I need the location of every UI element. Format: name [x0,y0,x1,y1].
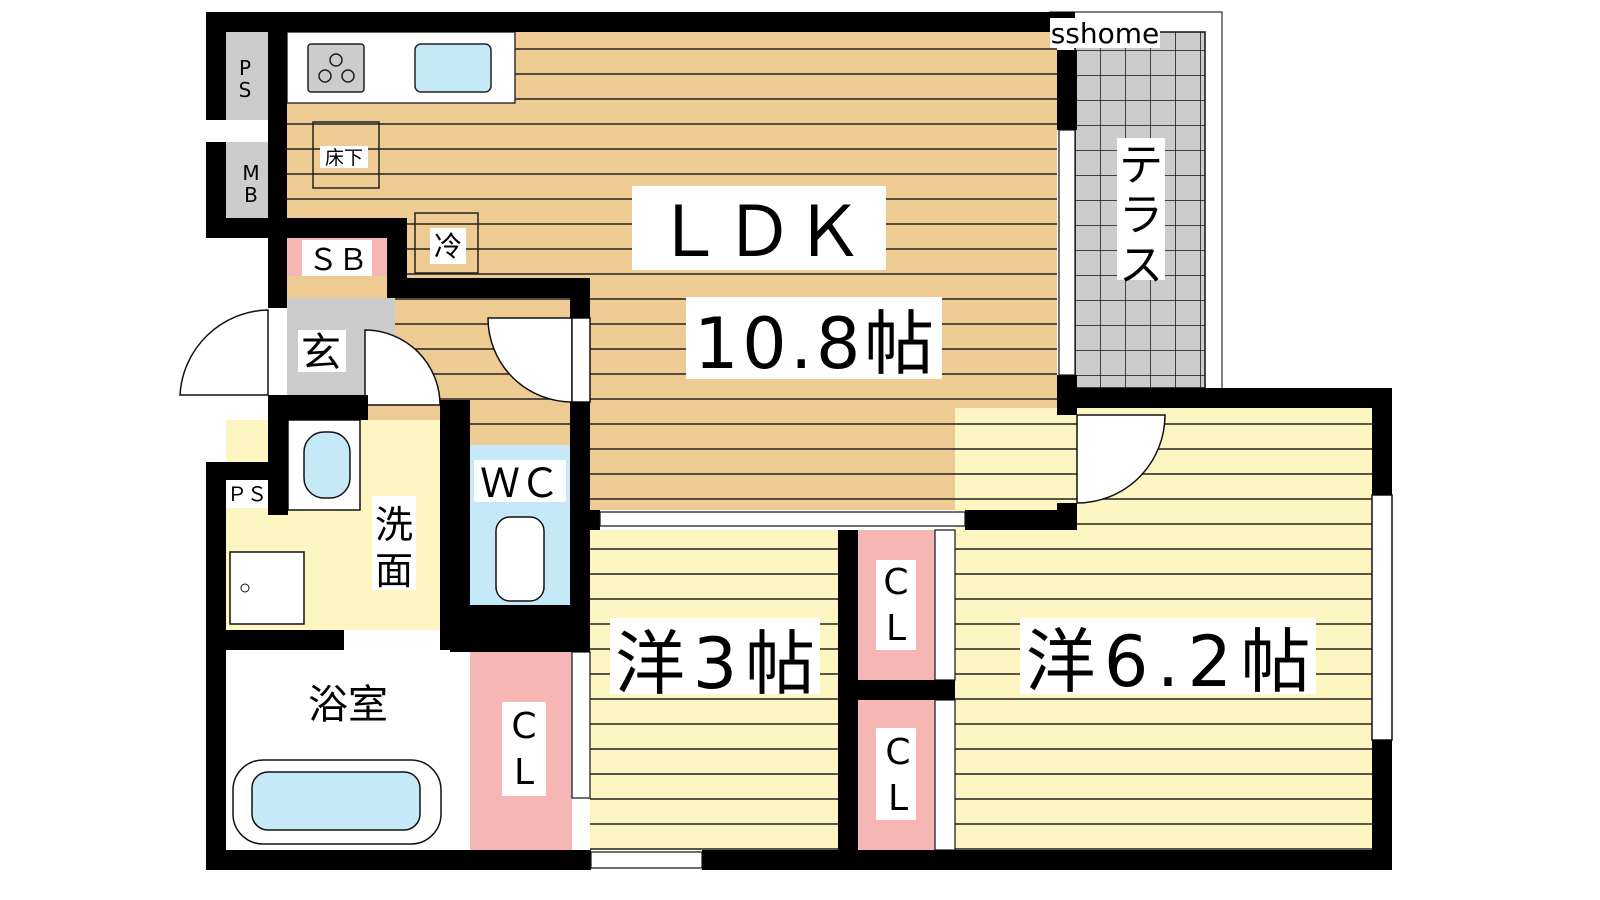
bathroom-label: 浴室 [308,682,388,728]
underfloor-storage [312,121,380,189]
western-room-small: 洋3帖 [590,530,840,850]
walls [206,12,1392,870]
entrance: ＳＢ 玄 [179,238,441,406]
toilet-icon [495,516,545,602]
ldk-label: ＬＤＫ [654,191,864,273]
underfloor-label: 床下 [325,147,363,169]
watermark: sshome [1051,17,1160,50]
western-room-large: 洋6.2帖 [955,408,1393,850]
fridge-label: 冷 [434,230,462,263]
western-large-label: 洋6.2帖 [1026,621,1311,703]
entrance-label: 玄 [301,330,341,376]
front-door-icon [179,309,269,396]
window-icon [1371,494,1393,741]
fridge-space [414,212,479,274]
kitchen-sink-icon [414,43,492,93]
washing-machine-space [229,551,305,625]
window-icon [590,851,703,869]
door-icon [1076,414,1166,504]
washroom-label: 洗面 [375,503,413,593]
wc-label: ＷＣ [480,461,560,507]
pipe-space-bottom [222,480,272,508]
pipe-space-top [226,32,268,120]
washroom: 洗面 [226,419,450,630]
terrace: テラス [1049,11,1223,391]
door-icon [487,317,573,403]
terrace-window-icon [1058,129,1076,376]
bathroom: 浴室 [226,650,450,850]
sliding-door-icon [599,511,966,527]
door-icon [364,329,441,406]
wc: ＷＣ [470,445,570,605]
meter-box [226,142,268,218]
ps-bottom-label: ＰＳ [227,482,267,506]
western-small-label: 洋3帖 [615,623,815,705]
terrace-label: テラス [1119,140,1163,291]
stove-icon [307,43,365,93]
shoe-box-label: ＳＢ [308,243,368,278]
